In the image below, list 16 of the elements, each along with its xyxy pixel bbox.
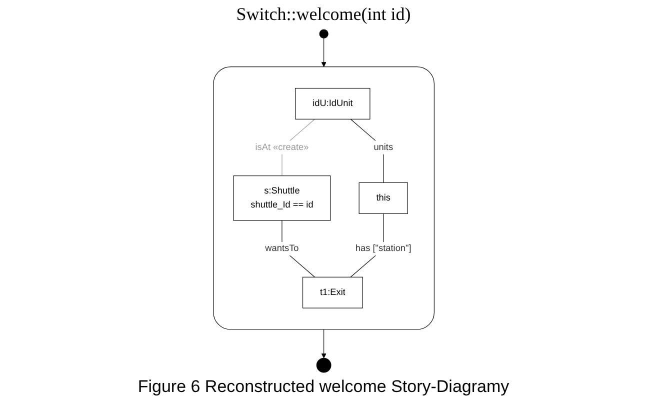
node-box: this [358, 182, 408, 214]
edge-label: wantsTo [264, 244, 298, 254]
node-box: idU:IdUnit [294, 88, 370, 120]
edge-label: has ["station"] [355, 244, 411, 254]
edge-label: isAt «create» [254, 142, 308, 152]
method-signature: Switch::welcome(int id) [236, 4, 411, 25]
edge-label: units [373, 142, 393, 152]
node-box: t1:Exit [302, 276, 363, 308]
node-box: s:Shuttle shuttle_Id == id [232, 176, 330, 221]
figure-caption: Figure 6 Reconstructed welcome Story-Diagramy [138, 377, 510, 397]
node-circle [318, 29, 328, 38]
arrow [320, 329, 326, 358]
connector [350, 118, 384, 183]
node-circle [316, 358, 331, 373]
cluster [212, 66, 434, 330]
arrow [320, 38, 326, 67]
